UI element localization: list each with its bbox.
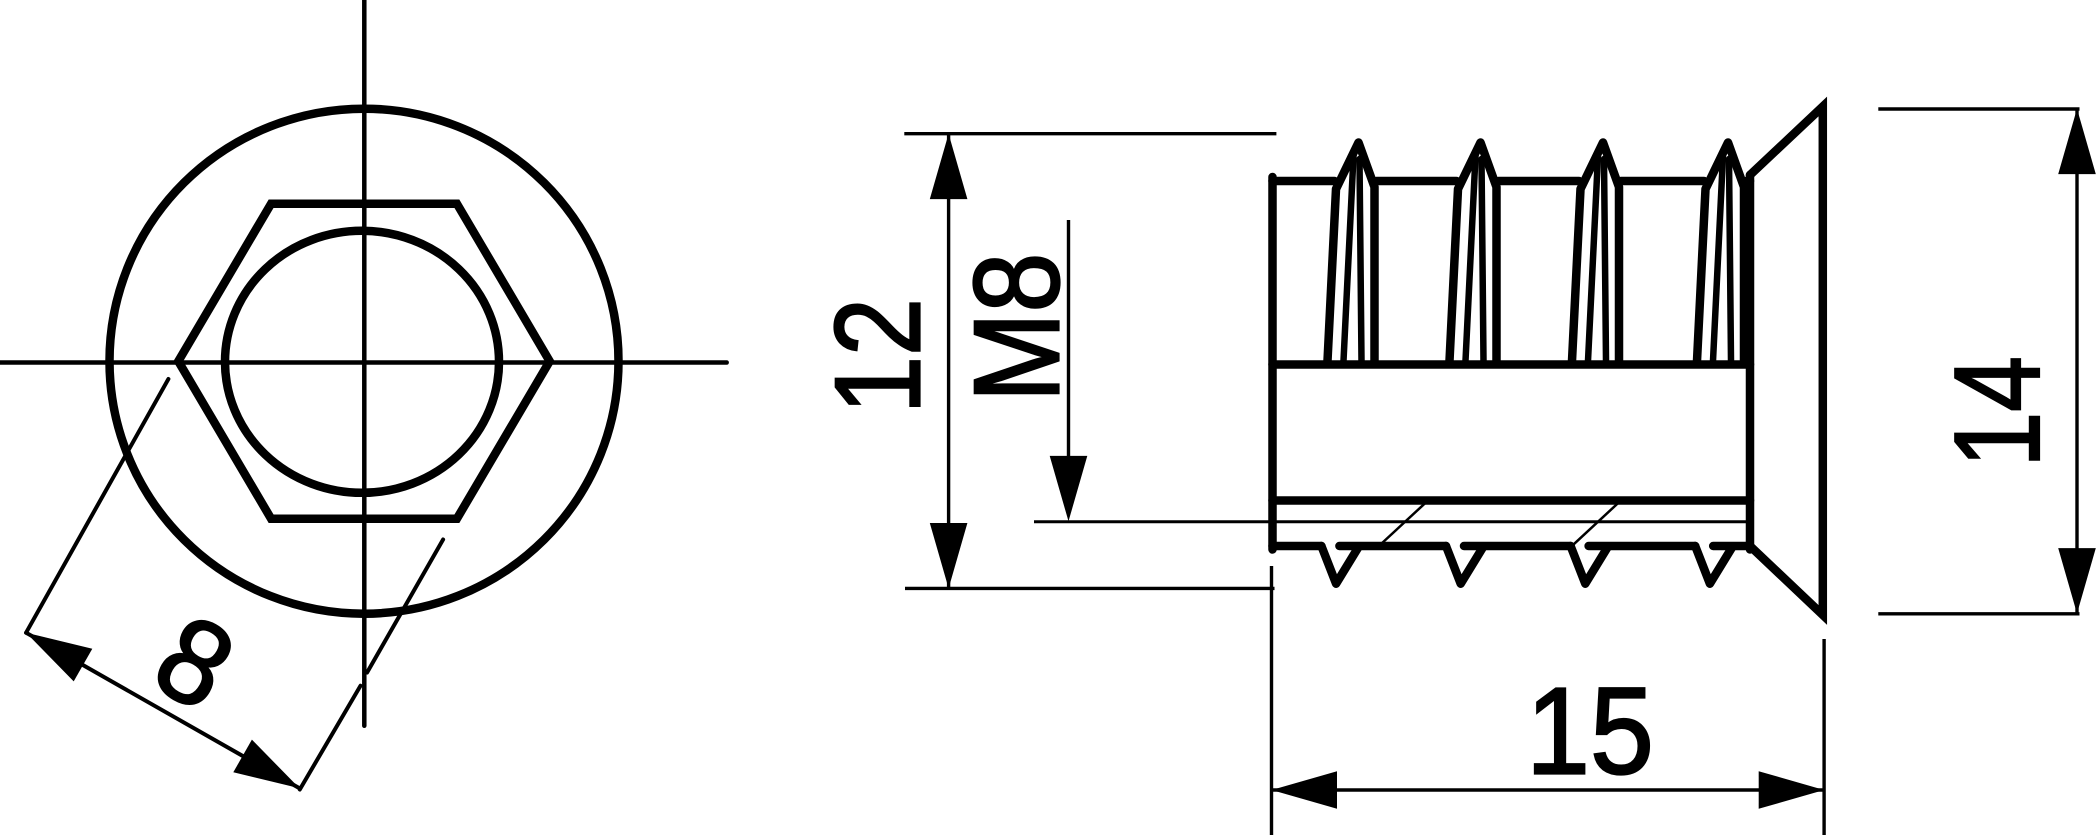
svg-text:15: 15 [1526, 663, 1654, 801]
svg-text:14: 14 [1929, 356, 2065, 467]
svg-text:M8: M8 [949, 253, 1084, 403]
svg-text:12: 12 [810, 298, 945, 414]
